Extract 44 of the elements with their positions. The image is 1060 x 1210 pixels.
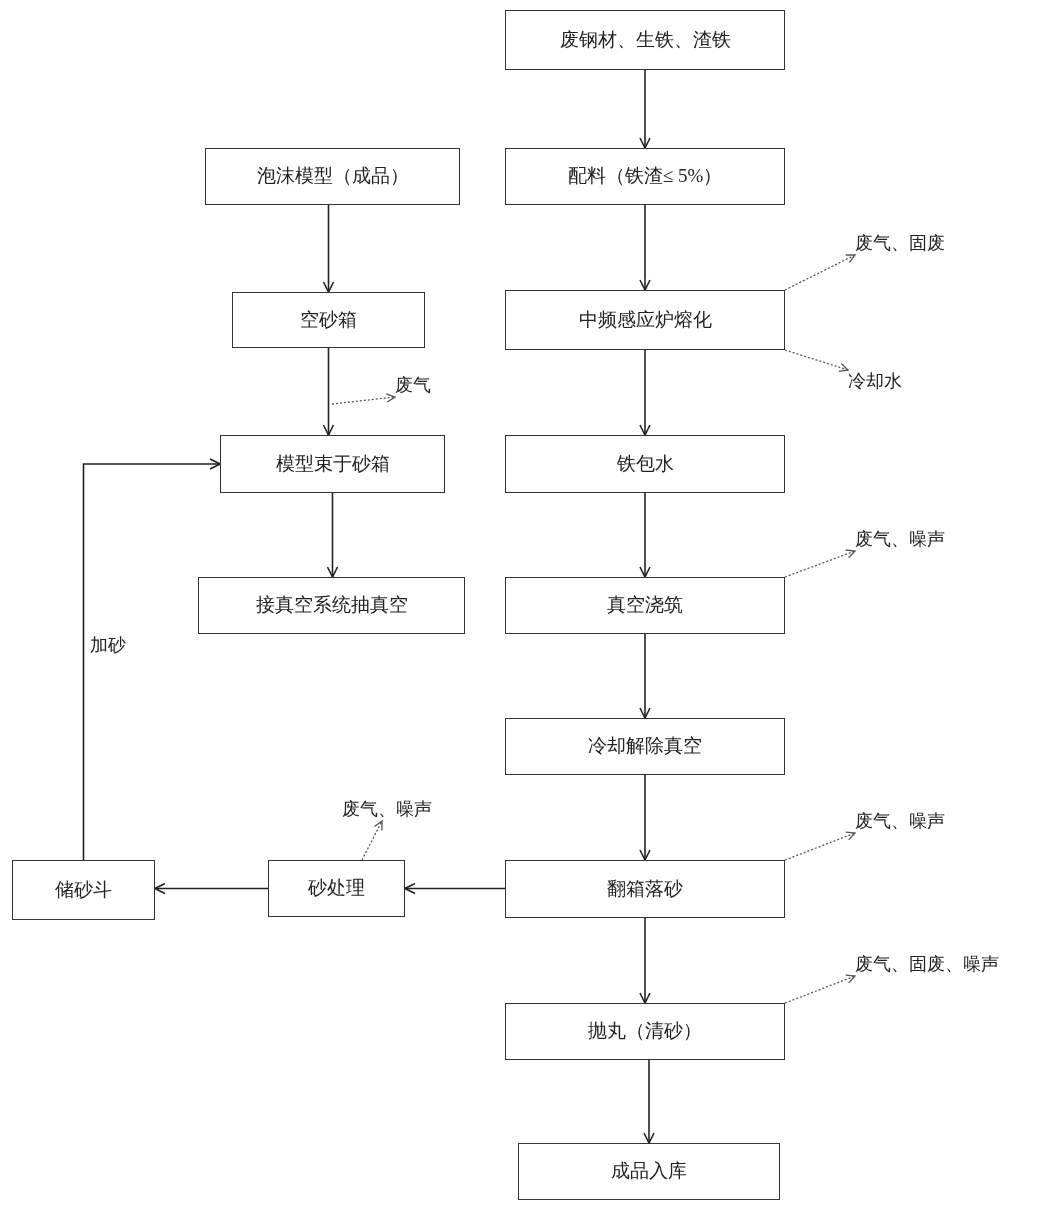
arrow bbox=[322, 204, 335, 293]
process-box: 中频感应炉熔化 bbox=[505, 290, 785, 350]
process-box: 储砂斗 bbox=[12, 860, 155, 920]
process-box: 成品入库 bbox=[518, 1143, 780, 1200]
dotted-arrow bbox=[784, 549, 856, 578]
dotted-arrow bbox=[784, 974, 856, 1004]
arrow bbox=[154, 882, 269, 895]
dotted-arrow bbox=[331, 393, 396, 405]
process-box: 废钢材、生铁、渣铁 bbox=[505, 10, 785, 70]
arrow bbox=[326, 492, 339, 578]
output-label: 废气、固废、噪声 bbox=[855, 953, 999, 976]
process-box: 真空浇筑 bbox=[505, 577, 785, 634]
dotted-arrow bbox=[361, 820, 383, 861]
process-box: 翻箱落砂 bbox=[505, 860, 785, 918]
process-box: 砂处理 bbox=[268, 860, 405, 917]
output-label: 废气 bbox=[395, 374, 431, 397]
dotted-arrow bbox=[784, 349, 849, 373]
dotted-arrow bbox=[784, 831, 856, 861]
dotted-arrow bbox=[784, 254, 856, 291]
process-box: 配料（铁渣≤ 5%） bbox=[505, 148, 785, 205]
process-box: 抛丸（清砂） bbox=[505, 1003, 785, 1060]
arrow bbox=[639, 349, 651, 436]
output-label: 废气、噪声 bbox=[342, 798, 432, 821]
output-label: 冷却水 bbox=[848, 370, 902, 393]
process-box: 泡沫模型（成品） bbox=[205, 148, 460, 205]
arrow bbox=[322, 347, 335, 436]
arrow bbox=[643, 1059, 655, 1144]
arrow bbox=[639, 774, 651, 861]
process-box: 铁包水 bbox=[505, 435, 785, 493]
process-box: 冷却解除真空 bbox=[505, 718, 785, 775]
output-label: 废气、噪声 bbox=[855, 810, 945, 833]
output-label: 废气、固废 bbox=[855, 232, 945, 255]
arrow bbox=[639, 204, 651, 291]
process-box: 模型束于砂箱 bbox=[220, 435, 445, 493]
process-box: 空砂箱 bbox=[232, 292, 425, 348]
arrow bbox=[639, 917, 651, 1004]
edge-label: 加砂 bbox=[88, 636, 128, 654]
output-label: 废气、噪声 bbox=[855, 528, 945, 551]
arrow bbox=[639, 69, 651, 149]
arrow bbox=[639, 633, 651, 719]
process-box: 接真空系统抽真空 bbox=[198, 577, 465, 634]
arrow bbox=[639, 492, 651, 578]
arrow bbox=[82, 458, 221, 861]
arrow bbox=[404, 882, 506, 895]
